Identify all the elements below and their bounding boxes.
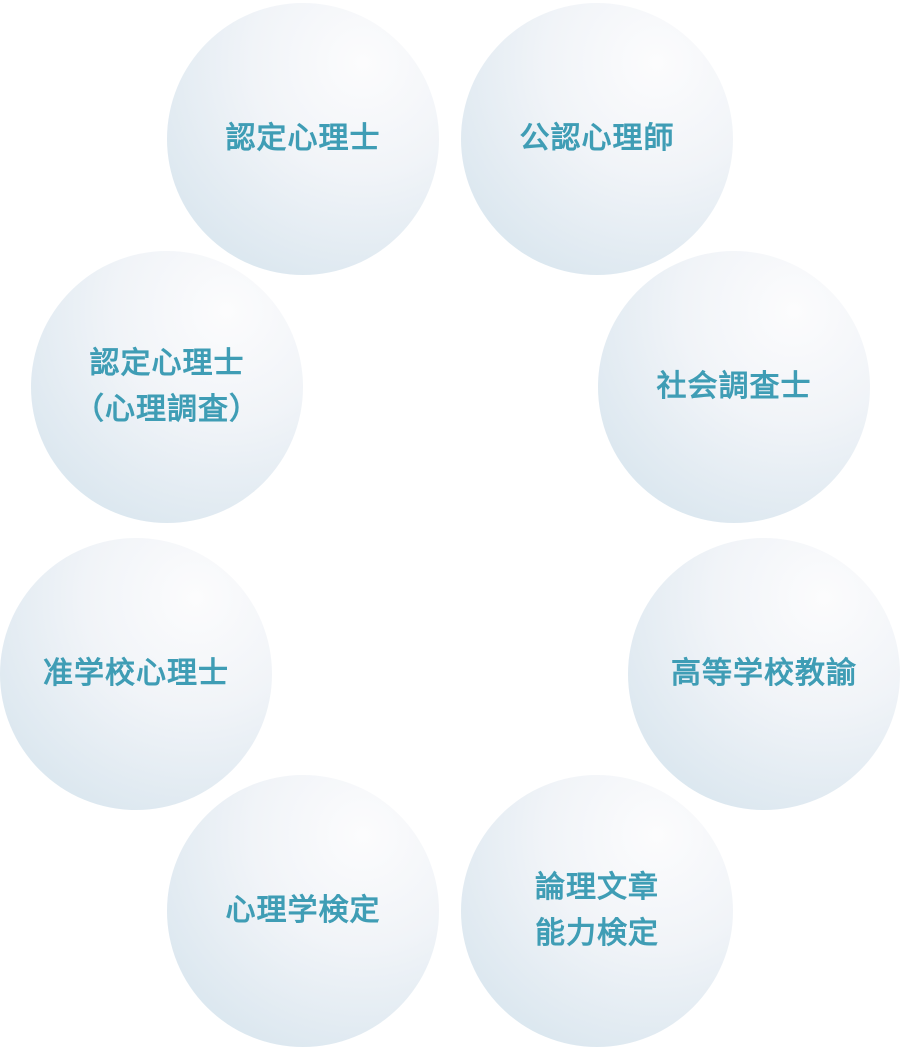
qualification-label: 公認心理師 [519, 120, 675, 156]
qualification-circle-shinrigaku-kentei: 心理学検定 [167, 775, 439, 1047]
qualification-circle-ronri-bunsho-kentei: 論理文章 能力検定 [461, 775, 733, 1047]
qualification-label: 認定心理士 （心理調査） [74, 345, 260, 428]
qualification-label: 社会調査士 [656, 368, 812, 404]
qualification-circle-jun-gakko-shinrishi: 准学校心理士 [0, 538, 272, 810]
qualification-circle-nintei-shinrishi: 認定心理士 [167, 3, 439, 275]
qualification-label: 高等学校教諭 [671, 655, 857, 691]
qualification-circle-koto-gakko-kyoyu: 高等学校教諭 [628, 538, 900, 810]
qualification-circle-nintei-shinrishi-chosa: 認定心理士 （心理調査） [31, 251, 303, 523]
qualification-label: 論理文章 能力検定 [535, 869, 659, 952]
qualification-label: 心理学検定 [225, 892, 381, 928]
qualification-label: 認定心理士 [225, 120, 381, 156]
qualification-circle-shakai-chosashi: 社会調査士 [598, 251, 870, 523]
qualification-circle-konin-shinrishi: 公認心理師 [461, 3, 733, 275]
qualification-label: 准学校心理士 [43, 655, 229, 691]
